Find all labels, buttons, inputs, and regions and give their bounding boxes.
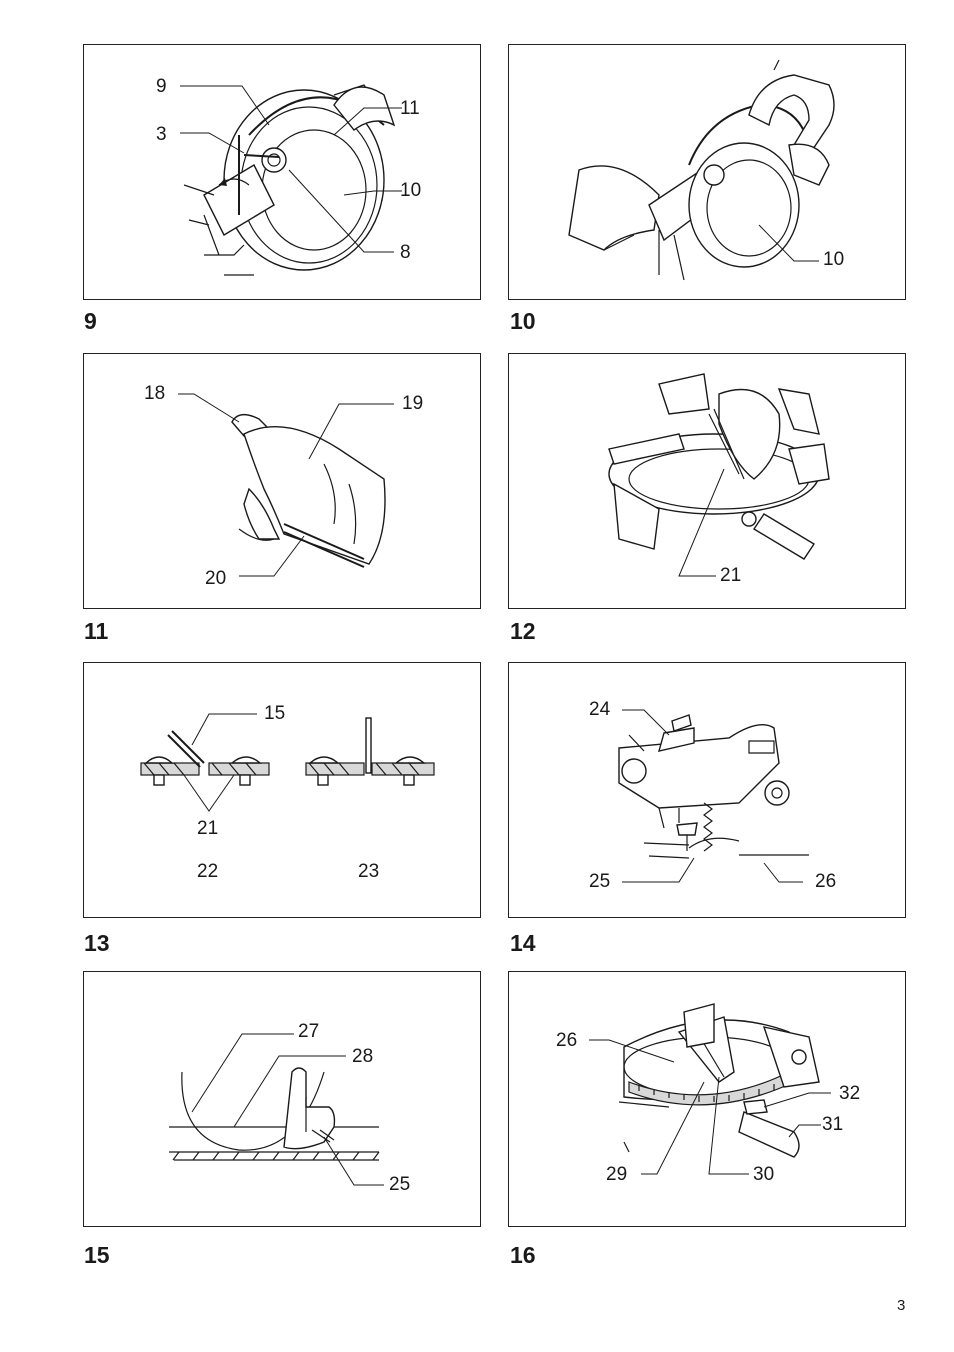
figure-number: 16 bbox=[510, 1242, 536, 1268]
figure-number: 15 bbox=[84, 1242, 110, 1268]
callout-label: 20 bbox=[205, 568, 227, 589]
callout-label: 23 bbox=[358, 861, 380, 882]
figure-number: 9 bbox=[84, 308, 97, 334]
callout-label: 11 bbox=[400, 98, 420, 119]
callout-label: 26 bbox=[556, 1030, 578, 1051]
figure-14-illustration: 24 25 26 bbox=[508, 662, 906, 918]
callout-label: 3 bbox=[156, 124, 167, 145]
callout-label: 21 bbox=[720, 565, 742, 586]
callout-label: 27 bbox=[298, 1021, 320, 1042]
callout-label: 26 bbox=[815, 871, 837, 892]
callout-label: 32 bbox=[839, 1083, 861, 1104]
figure-12-illustration: 21 bbox=[508, 353, 906, 609]
callout-label: 9 bbox=[156, 76, 167, 97]
callout-label: 25 bbox=[589, 871, 611, 892]
callout-label: 31 bbox=[822, 1114, 844, 1135]
callout-label: 30 bbox=[753, 1164, 775, 1185]
callout-label: 21 bbox=[197, 818, 219, 839]
figure-9-illustration: 9 3 11 10 8 bbox=[83, 44, 481, 300]
callout-label: 10 bbox=[400, 180, 422, 201]
callout-label: 25 bbox=[389, 1174, 411, 1195]
callout-label: 22 bbox=[197, 861, 219, 882]
figure-number: 11 bbox=[84, 618, 109, 644]
figure-number: 12 bbox=[510, 618, 536, 644]
page-number: 3 bbox=[897, 1297, 906, 1314]
figure-15-illustration: 27 28 25 bbox=[83, 971, 481, 1227]
callout-label: 19 bbox=[402, 393, 424, 414]
figure-10-illustration: 10 bbox=[508, 44, 906, 300]
figure-number: 14 bbox=[510, 930, 536, 956]
figure-number: 13 bbox=[84, 930, 110, 956]
figure-number: 10 bbox=[510, 308, 536, 334]
callout-label: 28 bbox=[352, 1046, 374, 1067]
callout-label: 24 bbox=[589, 699, 611, 720]
figure-11-illustration: 18 19 20 bbox=[83, 353, 481, 609]
callout-label: 10 bbox=[823, 249, 845, 270]
callout-label: 8 bbox=[400, 242, 411, 263]
callout-label: 15 bbox=[264, 703, 286, 724]
callout-label: 29 bbox=[606, 1164, 628, 1185]
figure-16-illustration: 26 32 31 29 30 bbox=[508, 971, 906, 1227]
figure-13-illustration: 15 21 22 23 bbox=[83, 662, 481, 918]
callout-label: 18 bbox=[144, 383, 166, 404]
